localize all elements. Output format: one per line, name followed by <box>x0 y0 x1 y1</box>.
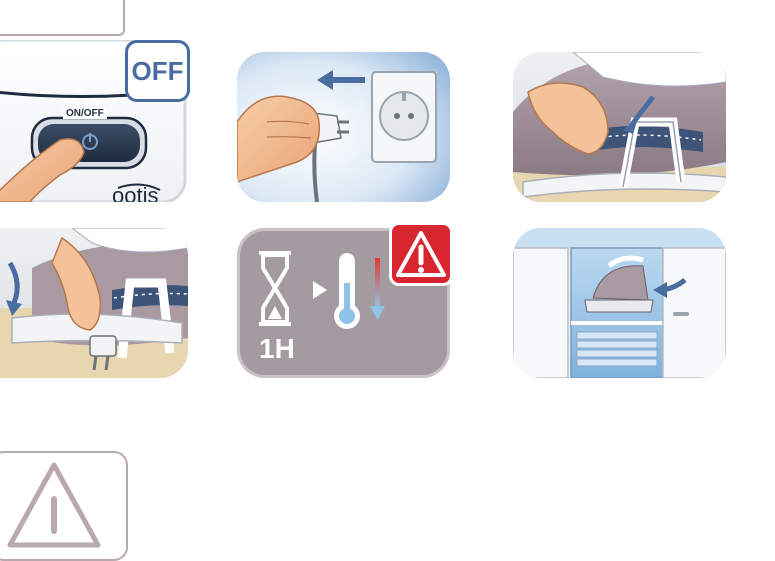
on-off-button-label: ON/OFF <box>63 108 107 119</box>
step-2-illustration <box>237 52 450 202</box>
step-6-storage-panel <box>513 228 726 378</box>
step-1-switch-off-panel: OFF ON/OFF ootis <box>0 40 190 202</box>
step-4-store-plug-panel <box>0 228 188 378</box>
step-4-illustration <box>0 228 188 378</box>
bottom-warning-box <box>0 451 128 561</box>
off-label: OFF <box>132 56 184 87</box>
step-3-wind-cord-panel <box>513 52 726 202</box>
step-3-illustration <box>513 52 726 202</box>
warning-icon <box>2 459 122 549</box>
hourglass-icon <box>259 253 291 324</box>
brand-fragment: ootis <box>112 178 158 202</box>
duration-label: 1H <box>259 333 295 365</box>
step-2-unplug-panel <box>237 52 450 202</box>
top-frame-fragment <box>0 0 125 36</box>
step-6-illustration <box>513 228 726 378</box>
warning-icon <box>392 225 450 283</box>
thermometer-icon <box>334 253 360 329</box>
off-badge: OFF <box>125 40 190 102</box>
warning-badge <box>389 222 453 286</box>
